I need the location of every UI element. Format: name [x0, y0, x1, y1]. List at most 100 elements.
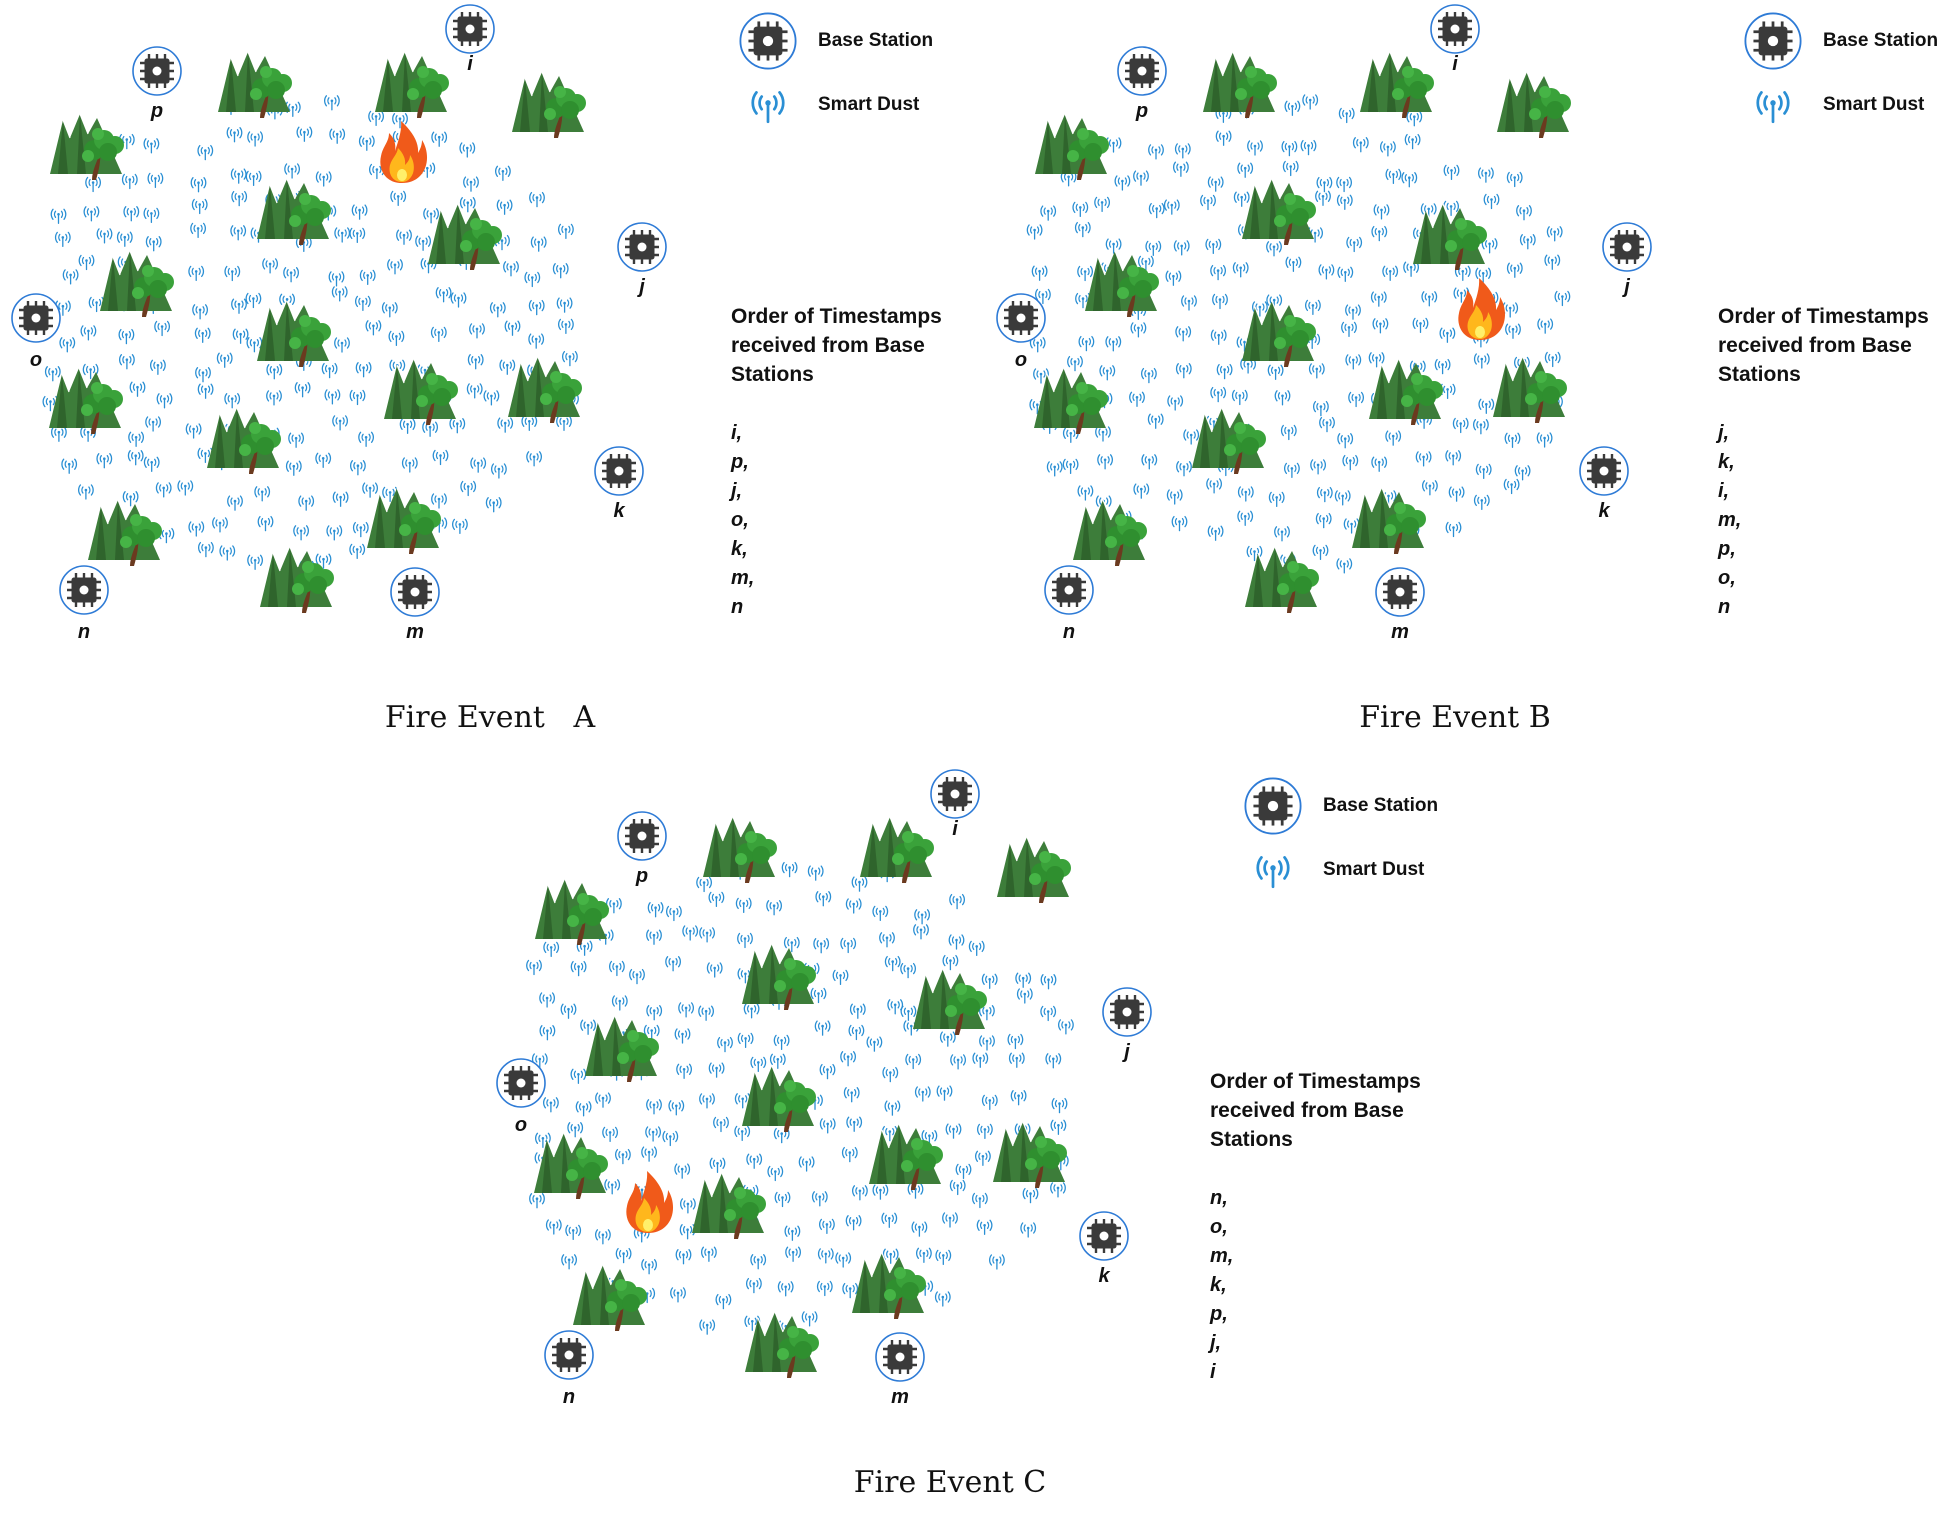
smart-dust-sensor-icon — [1175, 363, 1192, 379]
smart-dust-sensor-icon — [783, 936, 800, 953]
smart-dust-sensor-icon — [435, 287, 452, 303]
smart-dust-sensor-icon — [59, 337, 76, 353]
forest-icon — [99, 250, 175, 318]
smart-dust-sensor-icon — [1412, 317, 1429, 334]
smart-dust-sensor-icon — [1300, 139, 1317, 156]
smart-dust-sensor-icon — [846, 1116, 863, 1132]
smart-dust-sensor-icon — [840, 937, 857, 954]
smart-dust-sensor-icon — [365, 320, 382, 336]
order-heading: Order of Timestamps received from Base S… — [731, 305, 942, 386]
smart-dust-sensor-icon — [262, 258, 279, 274]
smart-dust-sensor-icon — [349, 227, 366, 244]
smart-dust-sensor-icon — [594, 1229, 611, 1245]
smart-dust-sensor-icon — [490, 463, 507, 479]
smart-dust-sensor-icon — [611, 995, 628, 1011]
forest-icon — [366, 487, 442, 555]
base-station-i: i — [1429, 3, 1481, 75]
smart-dust-sensor-icon — [557, 318, 574, 335]
forest-icon — [533, 1132, 609, 1200]
smart-dust-sensor-icon — [1074, 221, 1091, 238]
base-station-icon — [495, 1057, 547, 1109]
forest-icon — [702, 816, 778, 884]
order-heading: Order of Timestamps received from Base S… — [1718, 305, 1929, 386]
smart-dust-sensor-icon — [1379, 141, 1396, 157]
base-station-k: k — [593, 445, 645, 522]
smart-dust-sensor-icon — [118, 328, 135, 345]
smart-dust-sensor-icon — [390, 190, 407, 207]
smart-dust-sensor-icon — [149, 359, 166, 375]
smart-dust-sensor-icon — [950, 1054, 967, 1070]
smart-dust-sensor-icon — [321, 362, 338, 379]
smart-dust-sensor-icon — [1181, 295, 1197, 311]
smart-dust-sensor-icon — [879, 932, 895, 948]
smart-dust-sensor-icon — [1415, 451, 1432, 467]
smart-dust-sensor-icon — [467, 354, 484, 370]
smart-dust-sensor-icon — [866, 1036, 883, 1052]
smart-dust-sensor-icon — [567, 1122, 584, 1138]
order-item: m, — [1718, 509, 1742, 531]
smart-dust-sensor-icon — [557, 223, 574, 240]
smart-dust-sensor-icon — [459, 142, 476, 158]
base-station-label: n — [78, 621, 90, 643]
smart-dust-sensor-icon — [1346, 236, 1363, 253]
smart-dust-sensor-icon — [645, 1126, 662, 1142]
smart-dust-sensor-icon — [1067, 355, 1083, 372]
legend-smart-dust-label: Smart Dust — [1823, 94, 1925, 115]
smart-dust-sensor-icon — [324, 389, 341, 405]
smart-dust-sensor-icon — [1370, 291, 1387, 307]
order-list: i, p, j, o, k, m, n — [731, 419, 961, 622]
smart-dust-sensor-icon — [784, 1225, 801, 1241]
forest-icon — [511, 71, 587, 139]
smart-dust-sensor-icon — [192, 304, 209, 320]
smart-dust-sensor-icon — [190, 222, 207, 239]
smart-dust-sensor-icon — [1315, 190, 1331, 206]
smart-dust-sensor-icon — [143, 456, 160, 472]
fire-icon — [626, 1171, 674, 1233]
smart-dust-sensor-icon — [432, 449, 449, 466]
smart-dust-sensor-icon — [1302, 94, 1319, 110]
smart-dust-sensor-icon — [713, 1116, 729, 1133]
base-station-icon — [616, 221, 668, 273]
smart-dust-legend-icon — [1256, 856, 1290, 889]
base-station-m: m — [389, 566, 441, 643]
smart-dust-sensor-icon — [1506, 171, 1523, 188]
base-station-m: m — [874, 1331, 926, 1408]
smart-dust-sensor-icon — [1040, 974, 1057, 990]
forest-icon — [741, 943, 817, 1011]
smart-dust-sensor-icon — [155, 482, 172, 498]
smart-dust-sensor-icon — [1114, 175, 1131, 191]
base-station-label: o — [1015, 349, 1027, 371]
smart-dust-sensor-icon — [1130, 322, 1147, 338]
smart-dust-sensor-icon — [197, 144, 214, 161]
smart-dust-sensor-icon — [750, 1056, 767, 1073]
smart-dust-sensor-icon — [552, 263, 569, 279]
smart-dust-sensor-icon — [466, 383, 483, 399]
smart-dust-sensor-icon — [851, 1185, 868, 1201]
smart-dust-sensor-icon — [815, 891, 832, 907]
smart-dust-sensor-icon — [1336, 176, 1353, 193]
base-station-p: p — [1116, 45, 1168, 122]
base-station-label: m — [1391, 621, 1409, 643]
smart-dust-sensor-icon — [1172, 161, 1189, 177]
smart-dust-sensor-icon — [706, 962, 723, 978]
smart-dust-sensor-icon — [1268, 491, 1285, 508]
smart-dust-sensor-icon — [708, 1062, 725, 1078]
smart-dust-sensor-icon — [1473, 353, 1490, 369]
smart-dust-sensor-icon — [615, 1247, 632, 1264]
order-item: j, — [731, 480, 743, 502]
base-station-legend-icon — [739, 12, 797, 70]
order-item: n — [1718, 596, 1731, 618]
smart-dust-sensor-icon — [1174, 143, 1191, 159]
base-station-label: i — [952, 818, 958, 840]
smart-dust-sensor-icon — [349, 389, 366, 406]
smart-dust-sensor-icon — [315, 452, 332, 468]
smart-dust-sensor-icon — [1232, 262, 1249, 278]
smart-dust-sensor-icon — [331, 286, 348, 302]
smart-dust-sensor-icon — [843, 1087, 860, 1103]
base-station-j: j — [1601, 221, 1653, 298]
smart-dust-sensor-icon — [976, 1123, 993, 1140]
smart-dust-sensor-icon — [216, 352, 233, 368]
order-item: k, — [1210, 1274, 1227, 1296]
forest-icon — [1072, 499, 1148, 567]
